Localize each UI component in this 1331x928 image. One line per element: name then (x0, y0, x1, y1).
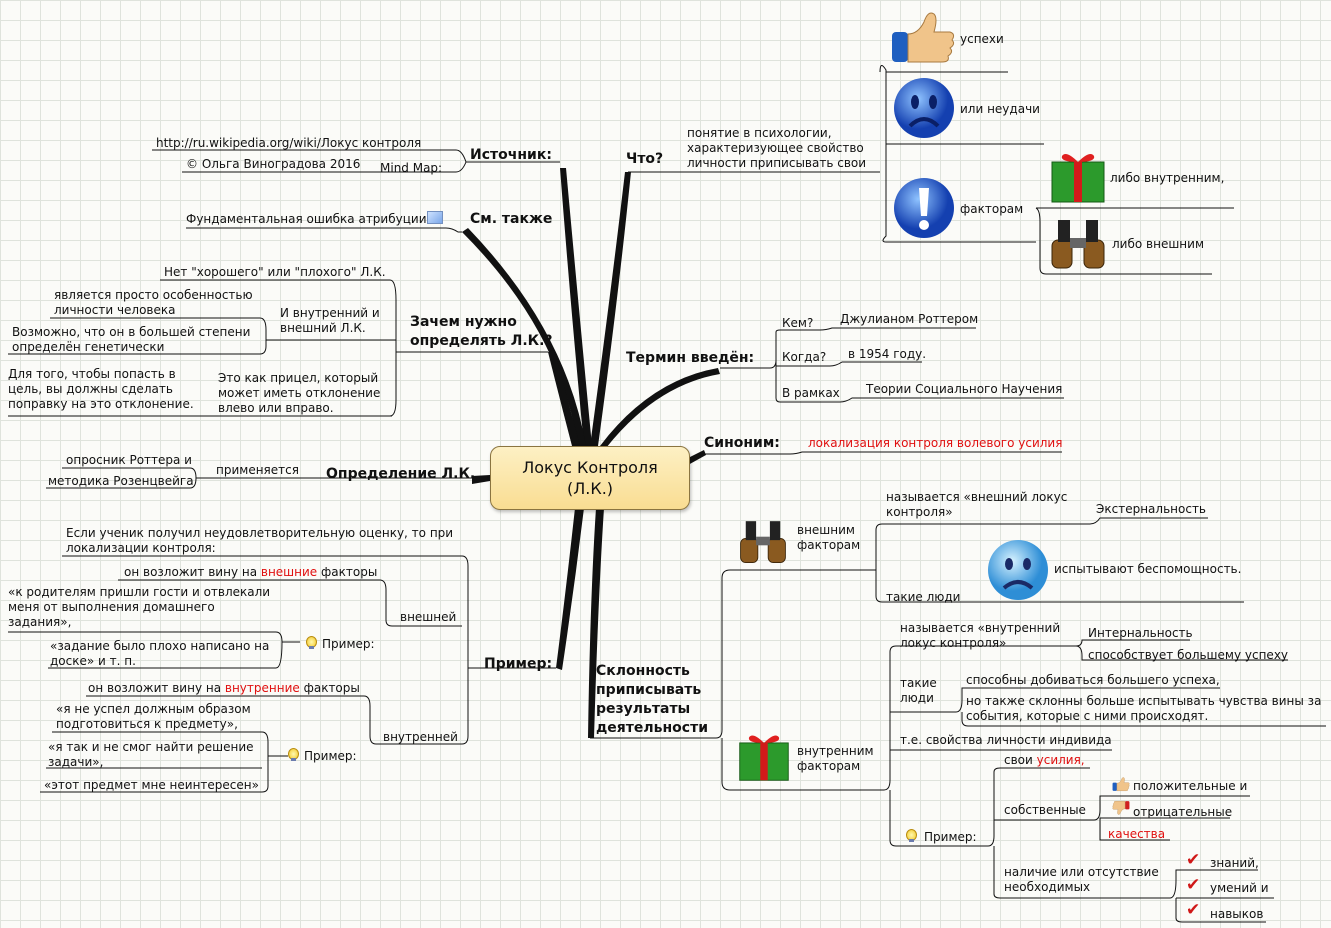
see-also-title[interactable]: См. также (470, 211, 553, 227)
tendency-qualities: качества (1108, 827, 1166, 841)
binoculars-icon (740, 521, 786, 563)
tendency-negative: отрицательные (1133, 805, 1233, 819)
tendency-own-efforts: свои усилия, (1004, 753, 1085, 767)
synonym-title[interactable]: Синоним: (704, 435, 780, 451)
tendency-habits: навыков (1210, 907, 1264, 921)
tendency-int-called: называется «внутренний локус контроля» (900, 621, 1061, 650)
why-feature: является просто особенностью личности че… (54, 288, 253, 317)
tendency-title[interactable]: Склонность приписывать результаты деятел… (596, 663, 709, 736)
definition-rotter: опросник Роттера и (66, 453, 192, 467)
source-url[interactable]: http://ru.wikipedia.org/wiki/Локус контр… (156, 136, 422, 150)
tendency-ext-called: называется «внешний локус контроля» (886, 490, 1068, 519)
example-ext-blame: он возложит вину на внешние факторы (124, 565, 378, 579)
what-title[interactable]: Что? (626, 151, 664, 167)
sad-face-icon (894, 78, 954, 138)
central-topic-line2: (Л.К.) (566, 479, 614, 498)
term-when: в 1954 году. (848, 347, 927, 361)
tendency-positive: положительные и (1133, 779, 1248, 793)
example-int-quote2: «я так и не смог найти решение задачи», (48, 740, 254, 769)
example-internal: внутренней (383, 730, 458, 744)
source-mindmap-label: Mind Map: (380, 161, 443, 175)
lightbulb-icon (306, 636, 317, 649)
central-topic-line1: Локус Контроля (522, 458, 658, 477)
synonym-value: локализация контроля волевого усилия (808, 436, 1063, 450)
definition-applied: применяется (216, 463, 299, 477)
what-success: успехи (960, 32, 1004, 46)
tendency-ext-people: такие люди (886, 590, 961, 604)
tendency-ext-helpless: испытывают беспомощность. (1054, 562, 1242, 576)
why-genetic: Возможно, что он в большей степени опред… (12, 325, 251, 354)
binoculars-icon (1051, 220, 1105, 269)
checkmark-icon: ✔ (1186, 850, 1201, 870)
tendency-int-success: способствует большему успеху (1088, 648, 1289, 662)
term-within: Теории Социального Научения (866, 382, 1063, 396)
source-title[interactable]: Источник: (470, 147, 552, 163)
thumbs-up-icon (1112, 777, 1130, 791)
tendency-ext-factors: внешним факторам (797, 523, 861, 552)
sad-face-icon (988, 540, 1048, 600)
example-int-quote3: «этот предмет мне неинтересен» (44, 778, 259, 792)
tendency-int-factors: внутренним факторам (797, 744, 874, 773)
lightbulb-icon (906, 829, 917, 842)
central-topic[interactable]: Локус Контроля (Л.К.) (490, 446, 690, 510)
tendency-skills: умений и (1210, 881, 1269, 895)
what-factors: факторам (960, 202, 1024, 216)
example-ext-quote2: «задание было плохо написано на доске» и… (50, 639, 270, 668)
gift-icon (1051, 154, 1105, 203)
what-internal: либо внутренним, (1110, 171, 1225, 185)
what-failure: или неудачи (960, 102, 1040, 116)
exclamation-icon (894, 178, 954, 238)
tendency-ext-name: Экстернальность (1096, 502, 1207, 516)
why-sight: Это как прицел, который может иметь откл… (218, 371, 381, 415)
tendency-int-people: такие люди (900, 676, 937, 705)
example-ext-example: Пример: (322, 637, 375, 651)
tendency-int-achieve: способны добиваться большего успеха, (966, 673, 1220, 687)
why-title[interactable]: Зачем нужно определять Л.К.? (410, 314, 553, 349)
tendency-knowledge: знаний, (1210, 856, 1259, 870)
term-title[interactable]: Термин введён: (626, 350, 755, 366)
checkmark-icon: ✔ (1186, 900, 1201, 920)
tendency-int-name: Интернальность (1088, 626, 1193, 640)
tendency-props: т.е. свойства личности индивида (900, 733, 1112, 747)
tendency-own: собственные (1004, 803, 1086, 817)
thumbs-up-icon (892, 12, 955, 63)
example-int-blame: он возложит вину на внутренние факторы (88, 681, 360, 695)
thumbs-down-icon (1112, 801, 1130, 815)
source-author: © Ольга Виноградова 2016 (186, 157, 361, 171)
definition-title[interactable]: Определение Л.К. (326, 466, 476, 482)
term-within-label: В рамках (782, 386, 840, 400)
what-desc: понятие в психологии, характеризующее св… (687, 126, 867, 170)
tendency-example: Пример: (924, 830, 977, 844)
example-intro: Если ученик получил неудовлетворительную… (66, 526, 454, 555)
example-int-quote1: «я не успел должным образом подготовитьс… (56, 702, 251, 731)
term-who-label: Кем? (782, 316, 814, 330)
example-title[interactable]: Пример: (484, 656, 553, 672)
example-int-example: Пример: (304, 749, 357, 763)
example-ext-quote1: «к родителям пришли гости и отвлекали ме… (8, 585, 271, 629)
see-also-item[interactable]: Фундаментальная ошибка атрибуции (186, 212, 427, 226)
why-inner-outer: И внутренний и внешний Л.К. (280, 306, 380, 335)
tendency-int-guilt: но также склонны больше испытывать чувст… (966, 694, 1322, 723)
link-icon[interactable] (427, 211, 443, 224)
term-when-label: Когда? (782, 350, 827, 364)
why-target: Для того, чтобы попасть в цель, вы должн… (8, 367, 194, 411)
what-external: либо внешним (1112, 237, 1205, 251)
term-who: Джулианом Роттером (840, 312, 979, 326)
lightbulb-icon (288, 748, 299, 761)
why-no-good-bad: Нет "хорошего" или "плохого" Л.К. (164, 265, 386, 279)
gift-icon (739, 735, 789, 781)
checkmark-icon: ✔ (1186, 875, 1201, 895)
tendency-presence: наличие или отсутствие необходимых (1004, 865, 1159, 894)
example-external: внешней (400, 610, 457, 624)
definition-rosenzweig: методика Розенцвейга (48, 474, 194, 488)
